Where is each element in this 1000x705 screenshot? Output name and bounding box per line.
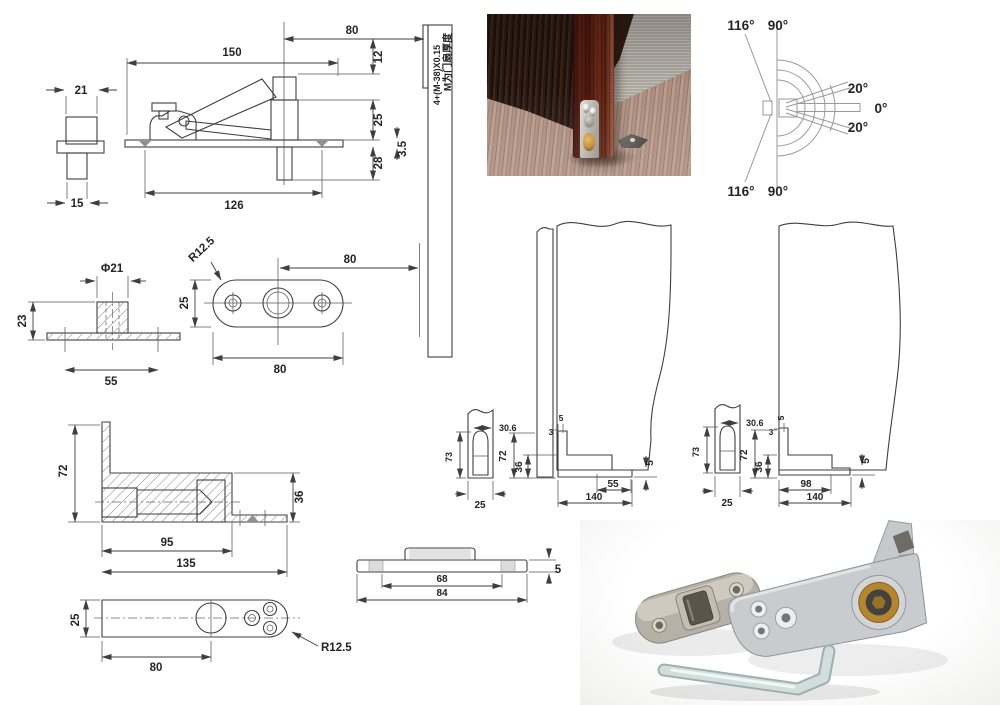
dim-top-gap: 5: [559, 413, 564, 423]
dim-assembly-base-length: 126: [224, 200, 243, 212]
hinge-body-section: 72 36 95 135: [58, 421, 306, 577]
dim-bore-length: 95: [161, 537, 174, 549]
dim-socket-diameter: Φ21: [101, 263, 124, 275]
product-photo: [580, 520, 1000, 705]
dim-arm-width: 25: [70, 613, 82, 626]
dim-edge-height: 73: [444, 452, 454, 462]
hex-key: [657, 644, 836, 696]
door-thickness-note: M为门扇厚度: [441, 32, 454, 91]
door-thickness-formula: 4+(M-38)X0.15: [432, 45, 442, 105]
dim-total-length: 135: [176, 558, 196, 570]
dim-floor-gap: 5: [861, 458, 872, 464]
door-edge-strip: [427, 24, 453, 358]
angle-90-bottom: 90°: [768, 184, 788, 199]
strike-plate-side-view: 68 84 5: [356, 547, 562, 603]
dim-hole-offset: 55: [607, 479, 619, 490]
dim-side-gap: 3: [549, 427, 554, 437]
door-panel: [778, 221, 901, 471]
dim-assembly-25: 25: [373, 113, 385, 126]
photo-shading: [487, 14, 691, 176]
dim-plate-length: 80: [274, 364, 287, 376]
dim-edge-depth: 25: [721, 498, 733, 509]
brass-bushing: [583, 132, 595, 152]
screw-icon: [582, 103, 589, 113]
dim-arm-pivot-offset: 80: [150, 662, 163, 674]
pivot-hinge-plate: [579, 99, 600, 159]
dim-assembly-12: 12: [373, 51, 385, 64]
angle-20-down: 20°: [848, 120, 868, 135]
dim-edge-width: 30.6: [499, 423, 517, 433]
dim-assembly-pivot-offset: 80: [346, 25, 359, 37]
door-edge-bar: 4+(M-38)X0.15 M为门扇厚度: [419, 24, 454, 358]
pin-front-view: 21 15: [46, 85, 117, 210]
dim-socket-height: 23: [17, 315, 29, 328]
dim-body-height: 72: [498, 450, 509, 462]
door-edge-section: [467, 408, 494, 479]
dim-arm-thickness: 36: [294, 491, 306, 504]
dim-section-height: 72: [58, 465, 70, 478]
door-mount-view-left: 5 3 72 36 55 140 5 30.6 73 25: [444, 220, 672, 511]
angle-116-bottom: 116°: [727, 184, 754, 199]
dim-plate-width: 25: [179, 296, 191, 309]
dim-edge-depth: 25: [474, 500, 486, 511]
strike-plate: [635, 572, 761, 644]
dim-side-gap: 3: [769, 427, 774, 437]
angle-116-top: 116°: [727, 18, 754, 33]
dim-edge-height: 73: [691, 447, 701, 457]
hinge-body: [727, 520, 928, 657]
floor-plate-top-view: R12.5 25 80 80: [179, 235, 419, 376]
hardware-parts: [612, 520, 948, 701]
dim-body-height: 72: [739, 449, 750, 461]
hinge-arm-top-view: 25 80 R12.5: [70, 599, 352, 674]
angle-20-up: 20°: [848, 81, 868, 96]
dim-strike-length: 84: [436, 588, 448, 599]
dim-edge-width: 30.6: [746, 418, 764, 428]
door-mount-view-right: 5 3 72 36 98 140 5 30.6 73 25: [691, 221, 901, 509]
angle-0: 0°: [875, 101, 888, 116]
dim-arm-height: 36: [754, 461, 765, 473]
hinge-bracket: [778, 427, 851, 476]
door-edge-section: [714, 403, 741, 474]
screw-icon: [590, 106, 597, 117]
dim-floor-gap: 5: [645, 460, 656, 466]
floor-bracket: [617, 133, 649, 149]
door-panel: [556, 220, 672, 471]
dim-arm-length: 140: [807, 492, 824, 503]
dim-assembly-length: 150: [222, 47, 241, 59]
dim-hole-offset: 98: [800, 479, 812, 490]
dim-strike-span: 68: [436, 574, 448, 585]
dim-assembly-28: 28: [373, 156, 385, 169]
hinge-bracket: [557, 430, 633, 478]
angle-90-top: 90°: [768, 18, 788, 33]
floor-socket-section: Φ21 23 55: [17, 263, 181, 388]
opening-angle-diagram: 116° 90° 20° 0° 20° 116° 90°: [727, 18, 887, 199]
hinge-arm: [101, 599, 288, 638]
dim-plate-radius: R12.5: [187, 235, 218, 265]
installed-photo: [487, 14, 691, 176]
dim-arm-length: 140: [586, 492, 603, 503]
dim-pin-top-width: 21: [75, 85, 88, 97]
dim-arm-radius: R12.5: [321, 642, 352, 654]
assembly-side-view: 150 126 80 12 25 28 3.5: [124, 22, 425, 212]
dim-plate-offset: 80: [344, 254, 357, 266]
dim-plate-thickness: 3.5: [397, 140, 409, 157]
dim-strike-thickness: 5: [555, 564, 562, 576]
dim-pin-shaft-width: 15: [71, 198, 84, 210]
dim-top-gap: 5: [776, 415, 786, 420]
dim-socket-width: 55: [105, 376, 118, 388]
adjuster-knob: [584, 116, 594, 127]
dim-arm-height: 36: [514, 461, 525, 473]
